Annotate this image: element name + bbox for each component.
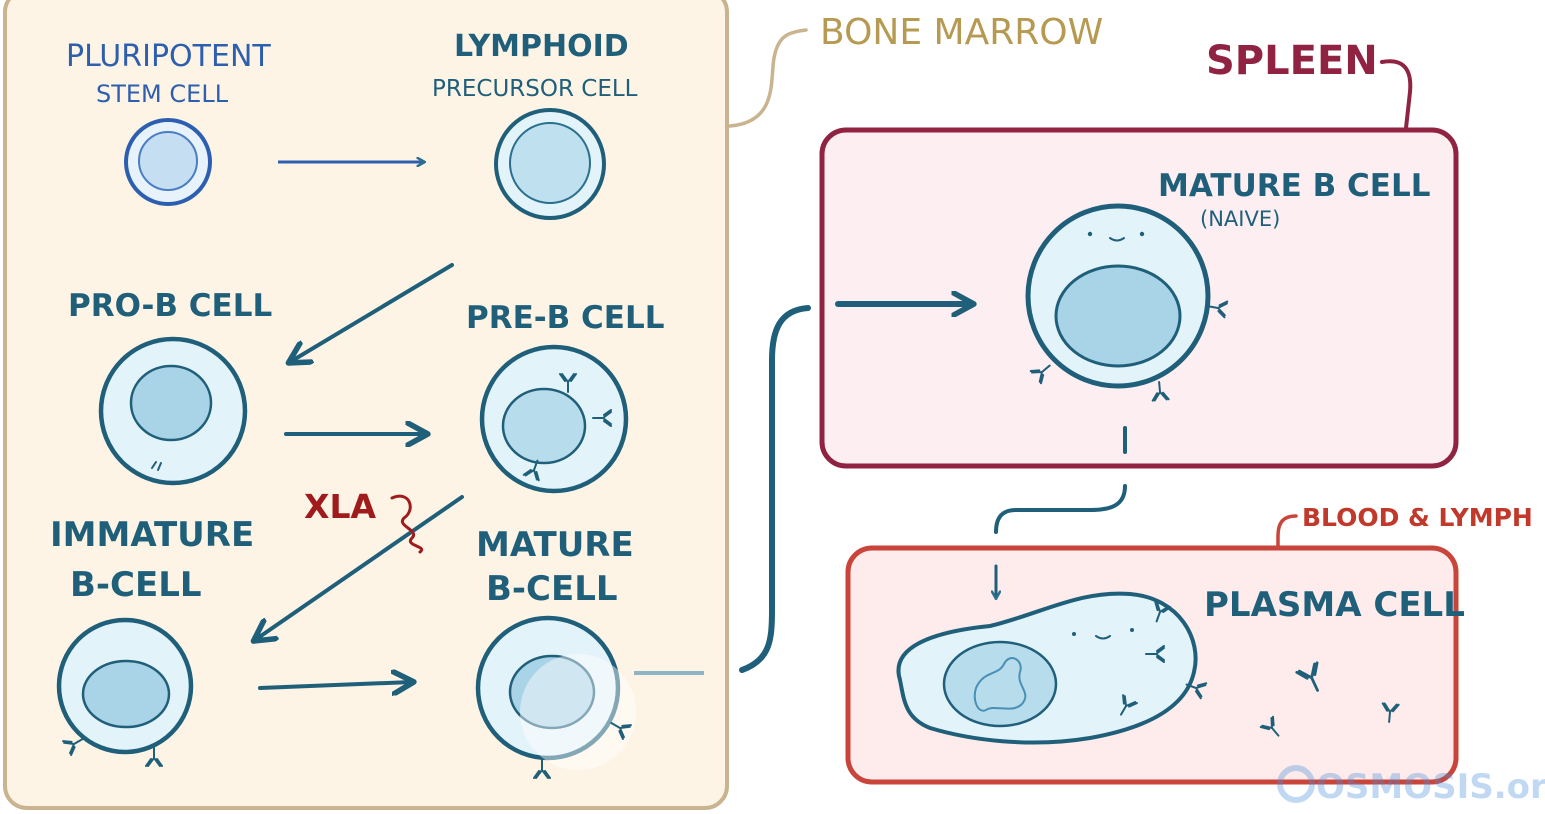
lymphoid-precursor-cell [494, 108, 606, 220]
blood-lymph-label: BLOOD & LYMPH [1302, 503, 1533, 532]
immature-b-cell [56, 617, 194, 767]
pluripotent-label-line1: PLURIPOTENT [66, 39, 271, 74]
plasma-cell [896, 591, 1208, 745]
pre-b-cell [479, 344, 629, 494]
bone-marrow-bracket [728, 28, 808, 128]
face-eye-left [1087, 231, 1093, 237]
face-eye-right [1139, 231, 1145, 237]
arrow-immature-to-mature [258, 682, 412, 688]
mature-naive-b-cell [1025, 203, 1229, 402]
marrow-to-spleen-connector [739, 305, 811, 673]
mature-spleen-label-line1: MATURE B CELL [1158, 168, 1430, 204]
spleen-to-blood-connector [994, 484, 1127, 534]
bone-marrow-label: BONE MARROW [820, 12, 1103, 53]
mature-spleen-label-line2: (NAIVE) [1200, 207, 1280, 231]
mature-b-cell-marrow [475, 615, 636, 779]
spleen-bracket [1380, 59, 1413, 130]
immature-label-line2: B-CELL [70, 565, 202, 605]
osmosis-logo-icon [1277, 765, 1315, 803]
lymphoid-label-line2: PRECURSOR CELL [432, 76, 638, 102]
pro-b-cell [98, 336, 248, 486]
immature-label-line1: IMMATURE [50, 515, 254, 555]
pro-b-label: PRO-B CELL [68, 288, 272, 324]
lymphoid-label-line1: LYMPHOID [454, 29, 629, 64]
xla-block-squiggle [390, 494, 424, 554]
arrow-pre-b-to-immature [255, 495, 464, 640]
plasma-label: PLASMA CELL [1204, 585, 1465, 625]
face-smile [1109, 237, 1125, 242]
pluripotent-label-line2: STEM CELL [96, 80, 229, 108]
pre-b-label: PRE-B CELL [466, 300, 665, 336]
spleen-label: SPLEEN [1206, 38, 1378, 84]
xla-label: XLA [304, 487, 376, 526]
watermark-text: OSMOSIS.org [1316, 767, 1545, 807]
mature-marrow-label-line1: MATURE [476, 525, 634, 565]
mature-marrow-label-line2: B-CELL [486, 569, 618, 609]
osmosis-watermark: OSMOSIS.org [1277, 765, 1545, 807]
arrow-lymphoid-to-pro-b [290, 263, 454, 362]
pluripotent-stem-cell [124, 118, 212, 206]
blood-lymph-bracket [1276, 514, 1298, 550]
